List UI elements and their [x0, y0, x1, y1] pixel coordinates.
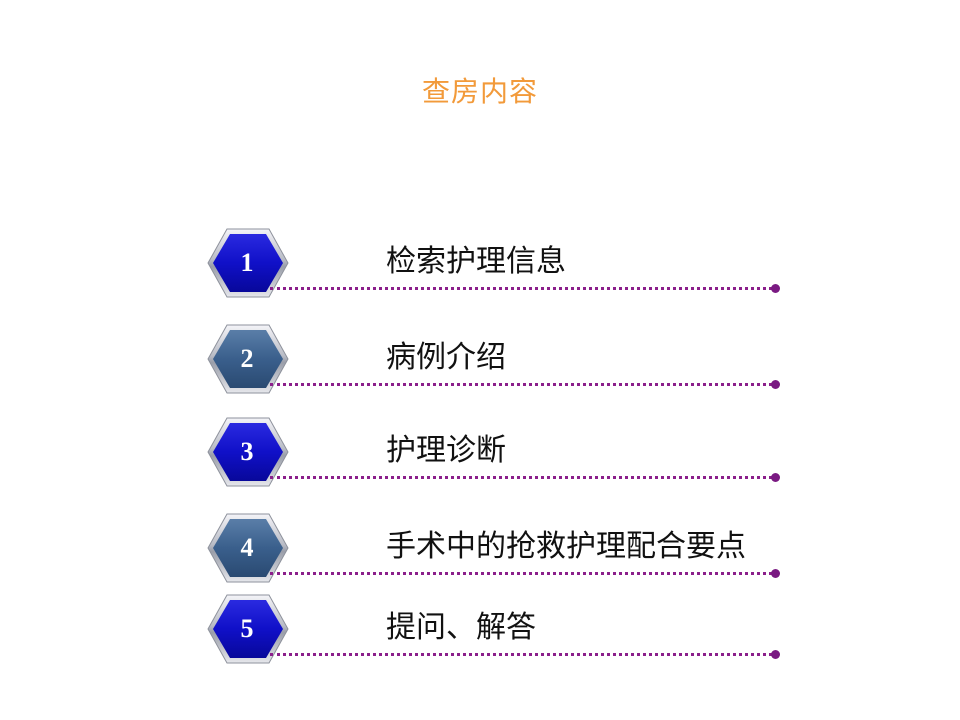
hexagon-icon — [207, 513, 289, 583]
item-label: 提问、解答 — [386, 610, 536, 645]
hexagon-icon — [207, 417, 289, 487]
dotted-divider — [270, 287, 772, 290]
item-label: 检索护理信息 — [386, 244, 566, 279]
agenda-item-4: 4 手术中的抢救护理配合要点 — [0, 513, 960, 593]
dotted-divider — [270, 476, 772, 479]
item-label: 手术中的抢救护理配合要点 — [386, 529, 746, 564]
divider-end-dot — [771, 473, 780, 482]
divider-end-dot — [771, 569, 780, 578]
item-label: 护理诊断 — [386, 433, 506, 468]
dotted-divider — [270, 653, 772, 656]
hexagon-badge: 4 — [207, 513, 289, 583]
hexagon-icon — [207, 324, 289, 394]
hexagon-icon — [207, 228, 289, 298]
hexagon-badge: 1 — [207, 228, 289, 298]
item-number: 5 — [240, 614, 254, 643]
agenda-item-2: 2 病例介绍 — [0, 324, 960, 404]
item-label: 病例介绍 — [386, 340, 506, 375]
divider-end-dot — [771, 284, 780, 293]
agenda-item-3: 3 护理诊断 — [0, 417, 960, 497]
slide-title: 查房内容 — [421, 75, 538, 108]
dotted-divider — [270, 383, 772, 386]
hexagon-badge: 2 — [207, 324, 289, 394]
item-number: 2 — [240, 344, 254, 373]
agenda-item-1: 1 检索护理信息 — [0, 228, 960, 308]
dotted-divider — [270, 572, 772, 575]
hexagon-icon — [207, 594, 289, 664]
divider-end-dot — [771, 650, 780, 659]
item-number: 3 — [240, 437, 254, 466]
item-number: 4 — [240, 533, 254, 562]
hexagon-badge: 3 — [207, 417, 289, 487]
hexagon-badge: 5 — [207, 594, 289, 664]
item-number: 1 — [240, 248, 254, 277]
agenda-item-5: 5 提问、解答 — [0, 594, 960, 674]
divider-end-dot — [771, 380, 780, 389]
